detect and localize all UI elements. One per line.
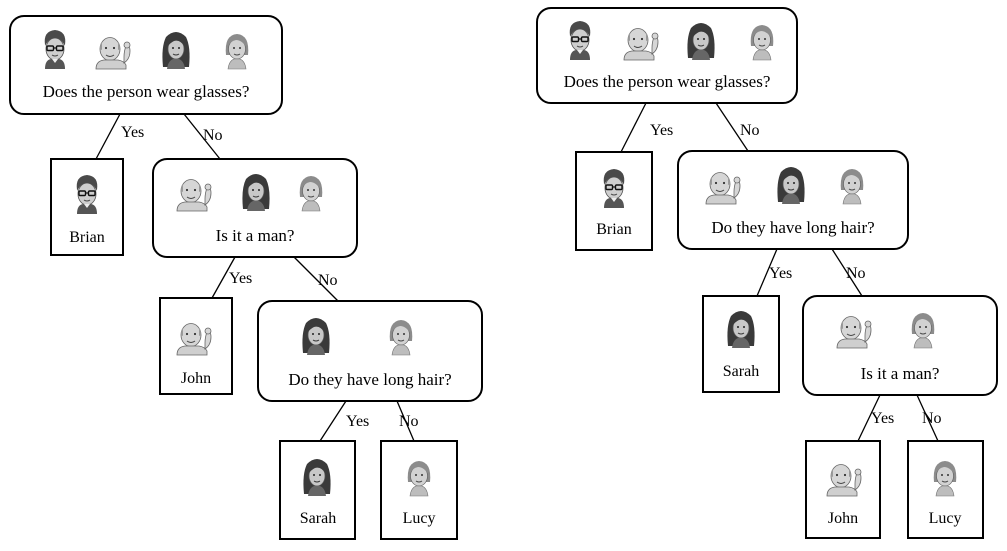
edge-hair-no xyxy=(396,400,415,442)
long-hair-woman-avatar-icon xyxy=(241,173,271,212)
long-hair-woman-avatar-icon xyxy=(776,166,806,205)
root-question-node xyxy=(9,15,283,115)
long-hair-woman-avatar-icon xyxy=(161,31,191,70)
root-question-node xyxy=(536,7,798,104)
leaf-sarah-label: Sarah xyxy=(723,363,759,380)
edge-man-yes xyxy=(857,394,881,442)
short-hair-woman-avatar-icon xyxy=(911,312,935,349)
edge-label-yes: Yes xyxy=(229,270,252,287)
edge-label-no: No xyxy=(846,265,866,282)
edge-label-yes: Yes xyxy=(871,410,894,427)
leaf-john-label: John xyxy=(181,370,211,387)
long-hair-woman-avatar-icon xyxy=(726,310,756,349)
edge-label-yes: Yes xyxy=(346,413,369,430)
long-hair-woman-avatar-icon xyxy=(302,458,332,497)
hair-question-text: Do they have long hair? xyxy=(711,218,874,237)
glasses-man-avatar-icon xyxy=(76,174,98,215)
edge-hair-yes xyxy=(319,400,347,442)
edge-man-no xyxy=(916,394,939,442)
glasses-man-avatar-icon xyxy=(569,20,591,61)
short-hair-woman-avatar-icon xyxy=(225,33,249,70)
edge-label-yes: Yes xyxy=(121,124,144,141)
short-hair-woman-avatar-icon xyxy=(840,168,864,205)
leaf-brian-label: Brian xyxy=(596,221,632,238)
hair-question-text: Do they have long hair? xyxy=(288,370,451,389)
edge-hair-no xyxy=(831,248,863,297)
leaf-lucy-label: Lucy xyxy=(929,510,962,527)
short-hair-woman-avatar-icon xyxy=(389,319,413,356)
edge-root-no xyxy=(715,102,749,152)
edge-label-no: No xyxy=(399,413,419,430)
long-hair-woman-avatar-icon xyxy=(686,22,716,61)
edge-root-yes xyxy=(95,113,121,160)
leaf-lucy-label: Lucy xyxy=(403,510,436,527)
man-question-text: Is it a man? xyxy=(216,226,295,245)
short-hair-woman-avatar-icon xyxy=(299,175,323,212)
edge-hair-yes xyxy=(756,248,778,297)
leaf-sarah-label: Sarah xyxy=(300,510,336,527)
edge-label-yes: Yes xyxy=(769,265,792,282)
edge-label-no: No xyxy=(740,122,760,139)
root-question-text: Does the person wear glasses? xyxy=(564,72,771,91)
edge-root-yes xyxy=(620,102,647,153)
root-question-text: Does the person wear glasses? xyxy=(43,82,250,101)
short-hair-woman-avatar-icon xyxy=(407,460,431,497)
long-hair-woman-avatar-icon xyxy=(301,317,331,356)
edge-root-no xyxy=(183,113,221,160)
edge-label-yes: Yes xyxy=(650,122,673,139)
short-hair-woman-avatar-icon xyxy=(933,460,957,497)
edge-label-no: No xyxy=(922,410,942,427)
leaf-john-label: John xyxy=(828,510,858,527)
glasses-man-avatar-icon xyxy=(603,168,625,209)
man-question-text: Is it a man? xyxy=(861,364,940,383)
glasses-man-avatar-icon xyxy=(44,29,66,70)
edge-man-no xyxy=(293,256,339,302)
edge-man-yes xyxy=(211,256,236,299)
leaf-brian-label: Brian xyxy=(69,229,105,246)
edge-label-no: No xyxy=(203,127,223,144)
short-hair-woman-avatar-icon xyxy=(750,24,774,61)
edge-label-no: No xyxy=(318,272,338,289)
